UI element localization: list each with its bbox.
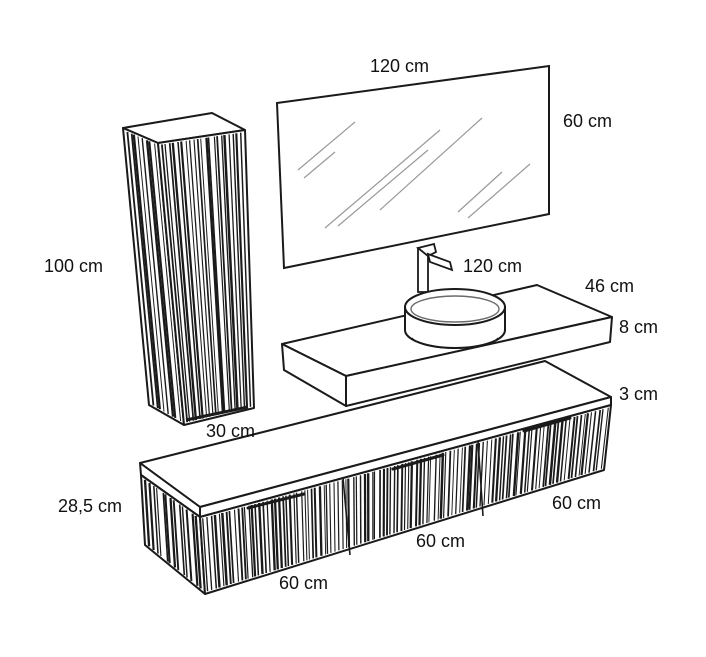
base-front-stripe xyxy=(420,459,422,526)
base-front-stripe xyxy=(387,468,388,536)
base-front-stripe xyxy=(356,476,357,544)
base-front-stripe xyxy=(354,477,355,545)
faucet-icon xyxy=(418,244,452,292)
column-width-label: 30 cm xyxy=(206,422,255,440)
base-front-stripe xyxy=(394,466,395,533)
shelf-depth-label: 46 cm xyxy=(585,277,634,295)
top-thickness-label: 3 cm xyxy=(619,385,658,403)
column-height-label: 100 cm xyxy=(44,257,103,275)
base-front-stripe xyxy=(320,486,322,556)
faucet-lever xyxy=(428,254,452,270)
basin-inner xyxy=(411,296,499,322)
base-front-stripe xyxy=(390,467,391,534)
shelf-width-label: 120 cm xyxy=(463,257,522,275)
mirror-height-label: 60 cm xyxy=(563,112,612,130)
tall-cabinet-icon xyxy=(123,113,254,425)
base-front-stripe xyxy=(416,460,417,527)
base-front-stripe xyxy=(411,461,412,528)
base-front-stripe xyxy=(342,480,343,549)
mirror-width-label: 120 cm xyxy=(370,57,429,75)
drawer-left-label: 60 cm xyxy=(279,574,328,592)
basin-icon xyxy=(405,289,505,348)
drawer-right-label: 60 cm xyxy=(552,494,601,512)
base-front-stripe xyxy=(401,464,402,531)
base-front-stripe xyxy=(397,465,398,532)
mirror-icon xyxy=(277,66,549,268)
base-height-label: 28,5 cm xyxy=(58,497,122,515)
shelf-thickness-label: 8 cm xyxy=(619,318,658,336)
drawer-middle-label: 60 cm xyxy=(416,532,465,550)
